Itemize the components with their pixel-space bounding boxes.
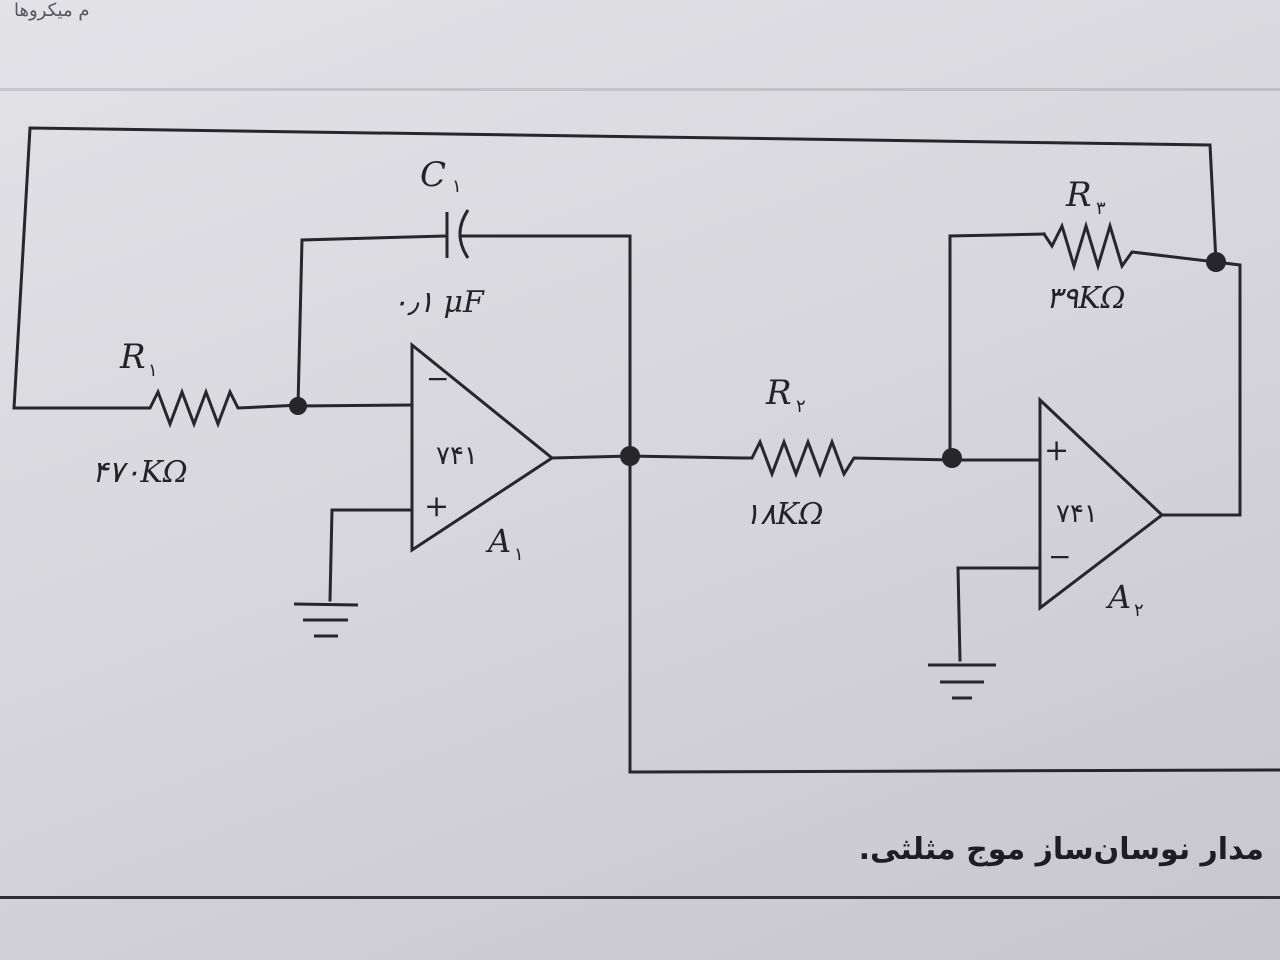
label-a2: + − ۷۴۱ A ۲ bbox=[1044, 433, 1144, 621]
triangle-output-wire bbox=[628, 454, 1280, 774]
a1-output-wire bbox=[550, 454, 632, 460]
a1-inv-input-wire bbox=[296, 403, 414, 408]
a1-model: ۷۴۱ bbox=[436, 441, 478, 471]
r1-value: ۴۷۰KΩ bbox=[92, 455, 188, 490]
a2-ground-wire bbox=[956, 566, 1042, 662]
label-c1: C ۱ ۰٫۱ μF bbox=[392, 155, 485, 320]
resistor-r1 bbox=[136, 387, 304, 429]
label-r2: R ۲ ۱۸KΩ bbox=[744, 373, 824, 532]
node-a2-output-feedback bbox=[1206, 252, 1226, 272]
c1-to-output-wire bbox=[458, 234, 632, 458]
a2-name: A bbox=[1105, 578, 1131, 616]
r3-left-wire bbox=[948, 232, 1046, 460]
faint-rule bbox=[0, 88, 1280, 91]
r2-value: ۱۸KΩ bbox=[744, 497, 824, 532]
r3-sub: ۳ bbox=[1096, 198, 1106, 219]
c1-sub: ۱ bbox=[452, 176, 462, 197]
node-a2-noninverting bbox=[942, 448, 962, 468]
feedback-wire bbox=[12, 126, 1242, 517]
label-r3: R ۳ ۳۹KΩ bbox=[1046, 175, 1126, 316]
label-a1: − + ۷۴۱ A ۱ bbox=[424, 362, 524, 565]
capacitor-c1 bbox=[445, 209, 470, 259]
ground-icon-a1 bbox=[293, 602, 359, 638]
c1-value: ۰٫۱ μF bbox=[392, 285, 485, 320]
r1-sub: ۱ bbox=[148, 360, 158, 381]
r1-name: R bbox=[119, 337, 146, 377]
bottom-rule bbox=[0, 896, 1280, 899]
r3-value: ۳۹KΩ bbox=[1046, 281, 1126, 316]
a2-inv-sign: − bbox=[1048, 540, 1071, 573]
opamp-a1 bbox=[410, 341, 555, 553]
header-fragment: م میکرو‌ها bbox=[14, 0, 90, 21]
capacitor-feedback-wire bbox=[296, 234, 446, 408]
a2-sub: ۲ bbox=[1134, 600, 1144, 621]
r3-name: R bbox=[1065, 175, 1092, 215]
a1-sub: ۱ bbox=[514, 544, 524, 565]
r2-sub: ۲ bbox=[796, 396, 806, 417]
label-r1: R ۱ ۴۷۰KΩ bbox=[92, 337, 188, 490]
figure-caption: مدار نوسان‌ساز موج مثلثی. bbox=[858, 832, 1264, 867]
a1-inv-sign: − bbox=[426, 362, 449, 395]
a1-noninv-sign: + bbox=[424, 489, 449, 524]
a1-name: A bbox=[485, 522, 511, 560]
a1-ground-wire bbox=[328, 508, 414, 602]
resistor-r3 bbox=[1041, 220, 1218, 272]
a2-noninv-sign: + bbox=[1044, 433, 1069, 468]
c1-name: C bbox=[420, 155, 446, 195]
a2-model: ۷۴۱ bbox=[1056, 499, 1098, 529]
opamp-a2 bbox=[1038, 396, 1165, 612]
resistor-r2 bbox=[628, 437, 954, 479]
r2-name: R bbox=[765, 373, 792, 413]
ground-icon-a2 bbox=[928, 663, 996, 700]
